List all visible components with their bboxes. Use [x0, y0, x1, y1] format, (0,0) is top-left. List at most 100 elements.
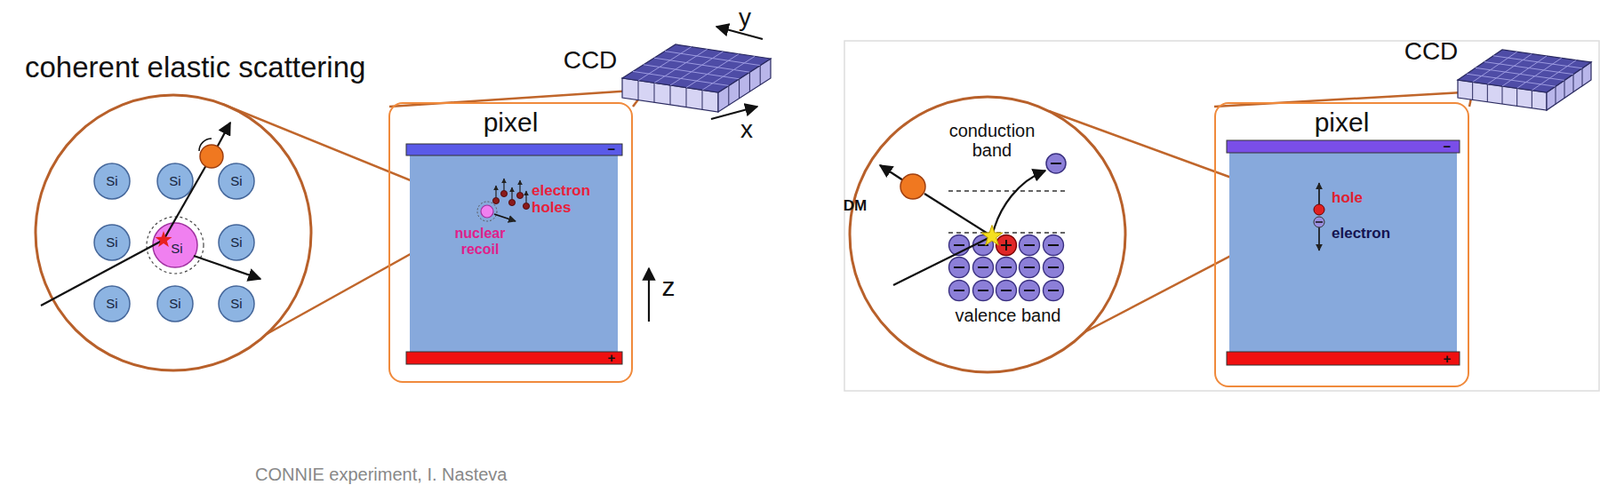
valence-electrons	[949, 235, 1064, 302]
grid-line	[1466, 73, 1556, 87]
drift-arrow	[511, 187, 512, 200]
grid-line	[1484, 62, 1574, 75]
grid-line	[1531, 90, 1533, 109]
charge-sign	[953, 266, 965, 269]
charge-label: electron holes	[531, 183, 603, 216]
zoom-circle	[849, 96, 1126, 373]
ccd-block	[1457, 49, 1592, 111]
particle-label: DM	[843, 198, 867, 216]
charge-sign	[1000, 266, 1012, 269]
valence-hole	[996, 235, 1017, 256]
charge-sign	[1024, 289, 1035, 292]
electron-drift	[1318, 227, 1320, 251]
hole-drift	[1318, 183, 1320, 205]
axis-label: z	[662, 272, 676, 302]
charge-sign	[977, 266, 989, 269]
grid-line	[632, 71, 729, 86]
charge-sign	[1000, 289, 1012, 292]
valence-electron	[996, 280, 1017, 302]
grid-line	[1502, 86, 1504, 104]
recoil-nucleus	[480, 205, 494, 218]
valence-electron	[1019, 235, 1040, 256]
charge-sign	[1024, 266, 1035, 269]
grid-line	[664, 51, 760, 66]
atom-symbol: Si	[230, 296, 242, 312]
grid-line	[643, 64, 740, 80]
atom-symbol: Si	[105, 296, 118, 312]
grid-line	[1573, 74, 1575, 93]
ccd-label: CCD	[563, 47, 618, 75]
atom-symbol: Si	[168, 174, 181, 190]
credit-caption: CONNIE experiment, I. Nasteva	[255, 464, 507, 485]
ccd-face	[1457, 49, 1592, 93]
grid-line	[1475, 67, 1565, 80]
minus-sign	[1315, 221, 1323, 224]
z-axis	[648, 268, 650, 322]
charge-sign	[1024, 244, 1035, 247]
grid-line	[638, 47, 692, 81]
drift-arrow	[525, 191, 527, 203]
ccd-face	[622, 44, 771, 93]
tracks	[880, 165, 1046, 286]
charge-dot	[500, 190, 507, 197]
bottom-electrode	[406, 352, 623, 365]
grid-line	[1493, 56, 1583, 69]
grid-line	[1472, 81, 1473, 100]
charge-sign	[1048, 289, 1059, 292]
polarity-sign: −	[608, 142, 616, 158]
drift-arrow	[503, 178, 504, 191]
band-label: valence band	[955, 305, 1062, 326]
grid-line	[760, 65, 761, 86]
charge-sign	[977, 289, 989, 292]
charge-sign	[1005, 240, 1008, 251]
grid-line	[1564, 80, 1566, 98]
interaction-star	[981, 225, 1003, 247]
electron-label: electron	[1331, 225, 1391, 243]
grid-line	[1555, 86, 1557, 104]
valence-electron	[949, 280, 970, 302]
valence-electron	[1043, 235, 1064, 256]
grid-line	[654, 48, 708, 83]
valence-electron	[949, 257, 970, 279]
grid-line	[728, 85, 729, 105]
panel-frame	[844, 40, 1600, 392]
atom-symbol: Si	[105, 174, 118, 190]
valence-electron	[996, 257, 1017, 279]
atom-symbol: Si	[170, 241, 183, 257]
hole-label: hole	[1331, 190, 1363, 208]
charge-dot	[508, 199, 515, 206]
charge-sign	[1048, 266, 1059, 269]
grid-line	[670, 85, 672, 105]
grid-line	[638, 80, 640, 101]
grid-line	[1516, 88, 1518, 106]
atom-symbol: Si	[105, 235, 118, 251]
pixel-box: pixel	[1214, 102, 1470, 388]
polarity-sign: +	[608, 351, 616, 367]
tracks	[40, 122, 261, 306]
silicon-bulk	[1229, 152, 1457, 352]
axis-label: y	[738, 4, 752, 32]
recoil-atom	[152, 223, 198, 268]
charge-sign	[953, 289, 965, 292]
atom-symbol: Si	[230, 235, 242, 251]
polarity-sign: −	[1443, 139, 1452, 155]
box-heading: pixel	[1216, 104, 1468, 139]
valence-electron	[973, 257, 994, 279]
charge-dot	[492, 197, 499, 204]
minus-sign	[1050, 162, 1062, 165]
pixel-box: pixel	[388, 102, 633, 384]
recoil-arrow	[494, 214, 516, 222]
panel-title: coherent elastic scattering	[24, 51, 366, 84]
valence-electron	[1043, 280, 1064, 302]
drift-arrow	[495, 185, 496, 198]
grid-line	[654, 82, 656, 103]
drift-arrow	[519, 180, 520, 192]
grid-line	[749, 72, 751, 92]
spin-arc	[199, 138, 212, 152]
charge-sign	[953, 244, 965, 247]
charge-sign	[1048, 244, 1059, 247]
top-electrode	[1226, 140, 1460, 153]
grid-line	[686, 54, 739, 88]
grid-line	[686, 88, 688, 108]
band-edges	[948, 191, 1067, 233]
